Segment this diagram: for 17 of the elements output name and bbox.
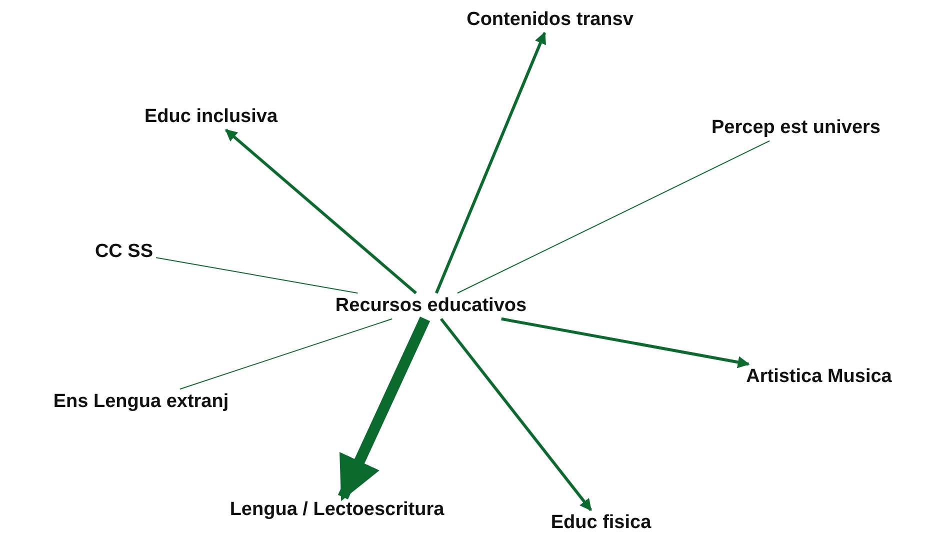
node-label: Educ fisica xyxy=(548,511,654,535)
node-label: Ens Lengua extranj xyxy=(51,390,231,414)
node-label: Educ inclusiva xyxy=(142,105,280,129)
arrow xyxy=(225,128,417,294)
arrow xyxy=(338,316,430,502)
node-label: CC SS xyxy=(92,240,156,264)
node-label: Recursos educativos xyxy=(333,294,529,318)
node-label: Contenidos transv xyxy=(464,8,636,32)
arrow xyxy=(434,32,546,294)
arrow xyxy=(440,318,592,512)
connector-line xyxy=(456,140,770,294)
connector-line xyxy=(156,257,358,294)
arrow xyxy=(501,317,750,368)
node-label: Percep est univers xyxy=(710,116,882,140)
node-label: Lengua / Lectoescritura xyxy=(228,498,446,522)
node-label: Artistica Musica xyxy=(744,365,894,389)
connector-line xyxy=(179,318,393,390)
